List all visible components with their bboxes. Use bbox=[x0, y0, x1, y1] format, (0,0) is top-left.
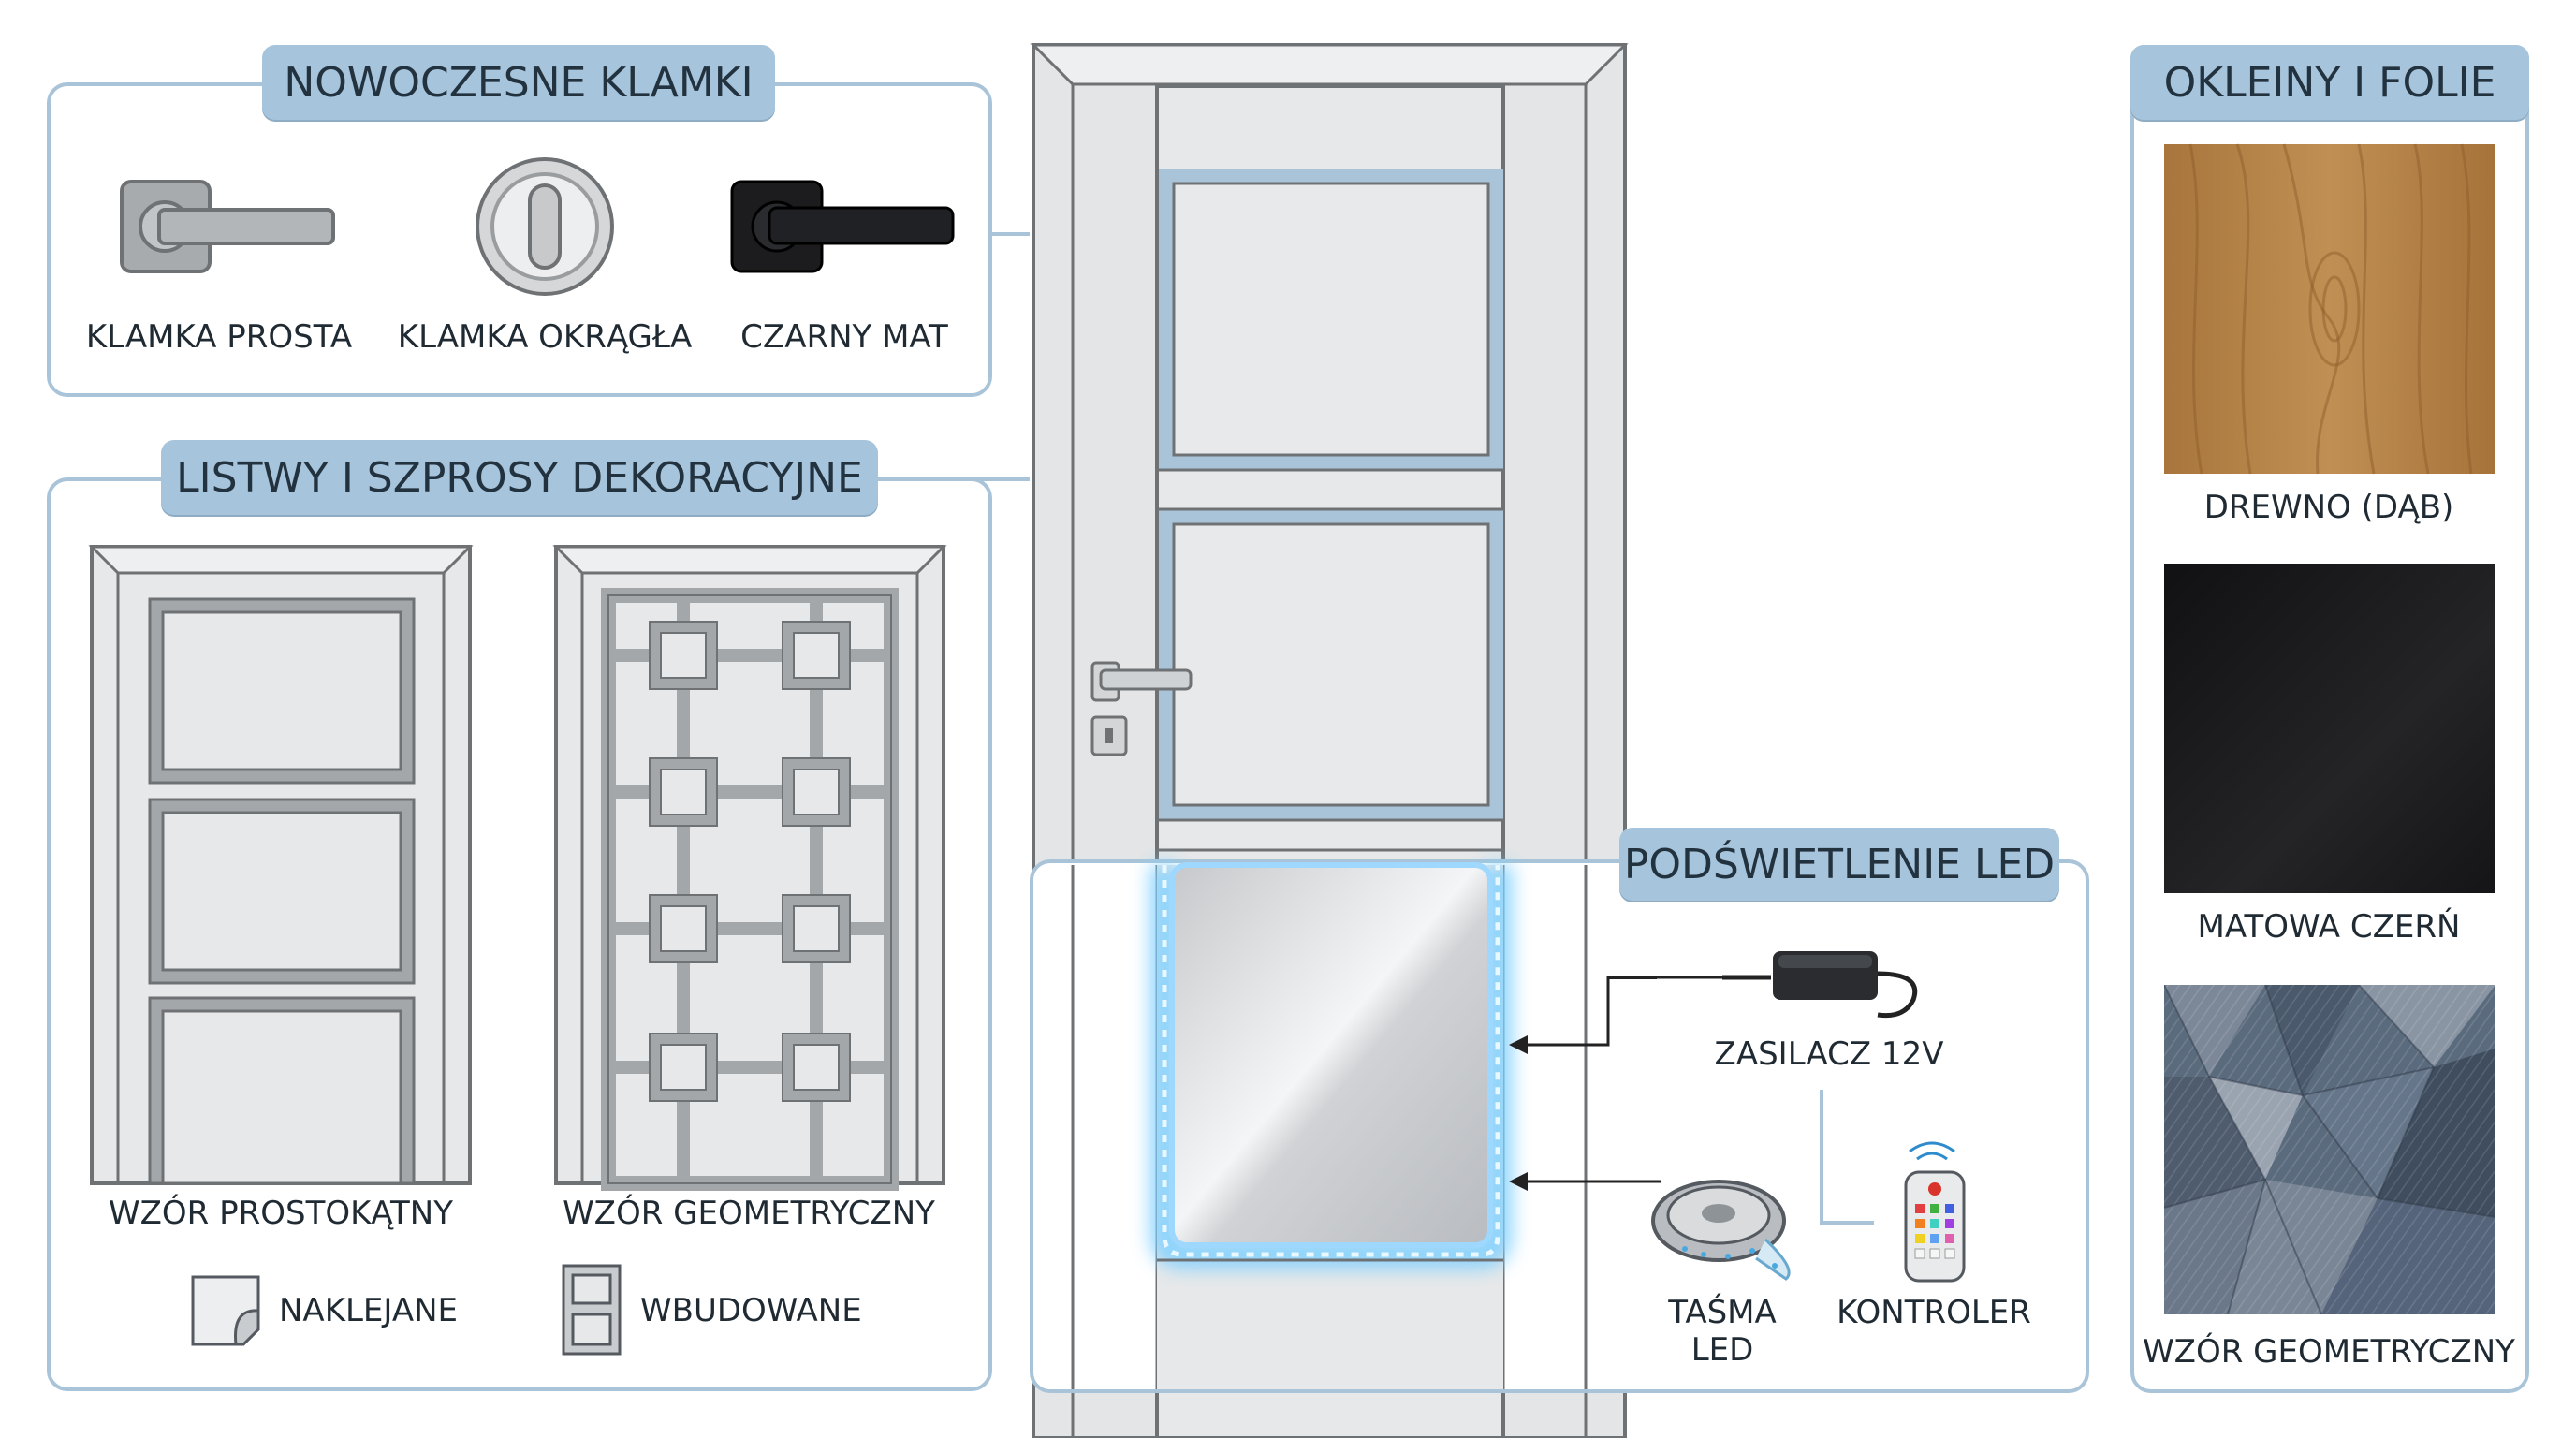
mounting-label-built-in: WBUDOWANE bbox=[640, 1292, 862, 1329]
power-supply-icon bbox=[1608, 951, 1918, 1019]
remote-control-icon bbox=[1904, 1141, 1966, 1283]
led-glass-pane bbox=[1162, 862, 1500, 1257]
supply-controller-connector bbox=[1820, 1090, 1874, 1225]
veneer-label-black: MATOWA CZERŃ bbox=[2197, 908, 2461, 946]
led-strip-icon bbox=[1651, 1180, 1791, 1281]
arrow-to-door-bottom bbox=[1509, 1172, 1661, 1191]
built-in-icon bbox=[562, 1264, 622, 1356]
handle-label-straight: KLAMKA PROSTA bbox=[85, 318, 353, 356]
lattice-square bbox=[793, 905, 840, 952]
lattice-square bbox=[793, 769, 840, 815]
led-strip-label-line2: LED bbox=[1690, 1331, 1754, 1369]
led-strip-label-line1: TAŚMA bbox=[1668, 1294, 1777, 1331]
handles-title: NOWOCZESNE KLAMKI bbox=[262, 45, 775, 120]
swatch-geometric bbox=[2164, 985, 2496, 1314]
power-supply-label: ZASILACZ 12V bbox=[1714, 1035, 1944, 1073]
door-pane-middle bbox=[1159, 509, 1503, 820]
lattice-square bbox=[660, 1044, 707, 1091]
door-handle-icon bbox=[1090, 661, 1193, 756]
swatch-matte-black bbox=[2164, 564, 2496, 893]
round-knob-icon bbox=[476, 157, 614, 296]
lever-handle-icon bbox=[120, 180, 335, 273]
lattice-square bbox=[793, 1044, 840, 1091]
door-pane-top bbox=[1159, 169, 1503, 470]
geometric-pattern-door bbox=[552, 545, 947, 1191]
geometric-lattice bbox=[616, 603, 884, 1176]
sticker-icon bbox=[191, 1275, 260, 1346]
arrow-to-door-top bbox=[1509, 976, 1722, 1054]
veneer-label-geometric: WZÓR GEOMETRYCZNY bbox=[2143, 1333, 2515, 1371]
handle-label-black: CZARNY MAT bbox=[740, 318, 948, 356]
pattern-label-geometric: WZÓR GEOMETRYCZNY bbox=[563, 1195, 935, 1232]
black-lever-handle-icon bbox=[730, 180, 955, 273]
swatch-oak bbox=[2164, 143, 2496, 475]
moldings-illustration bbox=[88, 477, 1030, 1356]
lattice-square bbox=[660, 632, 707, 679]
veneer-label-oak: DREWNO (DĄB) bbox=[2203, 489, 2454, 526]
led-title: PODŚWIETLENIE LED bbox=[1619, 828, 2059, 901]
lattice-square bbox=[793, 632, 840, 679]
controller-label: KONTROLER bbox=[1837, 1294, 2031, 1331]
handle-label-round: KLAMKA OKRĄGŁA bbox=[397, 318, 693, 356]
veneers-title: OKLEINY I FOLIE bbox=[2130, 45, 2529, 120]
lattice-square bbox=[660, 769, 707, 815]
mounting-label-sticker: NAKLEJANE bbox=[279, 1292, 459, 1329]
moldings-title: LISTWY I SZPROSY DEKORACYJNE bbox=[161, 440, 878, 515]
handles-icons bbox=[120, 157, 1030, 296]
pattern-label-rectangular: WZÓR PROSTOKĄTNY bbox=[109, 1195, 453, 1232]
lattice-square bbox=[660, 905, 707, 952]
rectangular-pattern-door bbox=[88, 545, 474, 1185]
